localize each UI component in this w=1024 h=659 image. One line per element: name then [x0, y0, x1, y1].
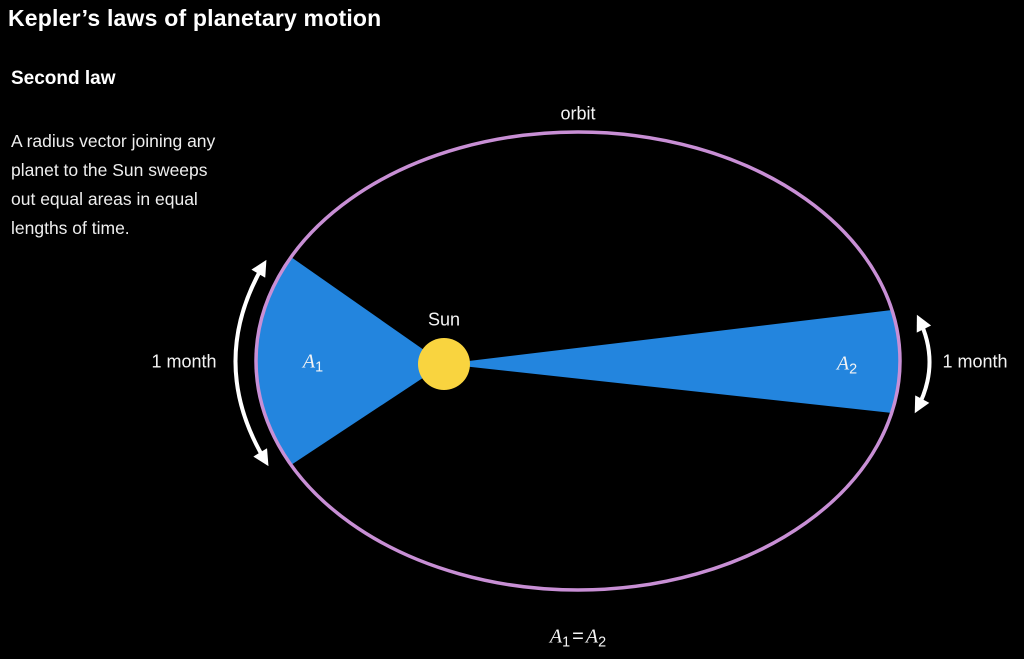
description-line: planet to the Sun sweeps — [11, 160, 208, 180]
law-description: A radius vector joining any planet to th… — [11, 127, 215, 243]
swept-area-a1 — [255, 257, 444, 465]
description-line: out equal areas in equal — [11, 189, 198, 209]
equation-rhs-subscript: 2 — [598, 634, 607, 651]
right-month-arrow-icon — [914, 314, 932, 414]
equation-rhs-symbol: A — [585, 625, 599, 648]
area2-subscript: 2 — [849, 361, 858, 378]
left-month-arrow-icon — [233, 259, 269, 467]
sun-circle — [418, 338, 470, 390]
sun-label: Sun — [427, 309, 461, 330]
description-line: A radius vector joining any — [11, 131, 216, 151]
equation-lhs-symbol: A — [549, 625, 563, 648]
area2-symbol: A — [836, 352, 850, 375]
area1-label: A1 — [302, 350, 324, 376]
area2-label: A2 — [836, 352, 858, 378]
area1-subscript: 1 — [315, 359, 324, 376]
page-title: Kepler’s laws of planetary motion — [8, 5, 382, 31]
description-line: lengths of time. — [11, 218, 130, 238]
left-month-label: 1 month — [151, 351, 217, 372]
area1-symbol: A — [302, 350, 316, 373]
right-month-label: 1 month — [942, 351, 1008, 372]
equation-equals-sign: = — [572, 625, 584, 648]
section-title: Second law — [11, 68, 116, 89]
equation-lhs-subscript: 1 — [562, 634, 571, 651]
equal-areas-equation: A1=A2 — [549, 625, 607, 651]
swept-area-a2 — [444, 310, 901, 413]
orbit-label: orbit — [560, 103, 596, 124]
